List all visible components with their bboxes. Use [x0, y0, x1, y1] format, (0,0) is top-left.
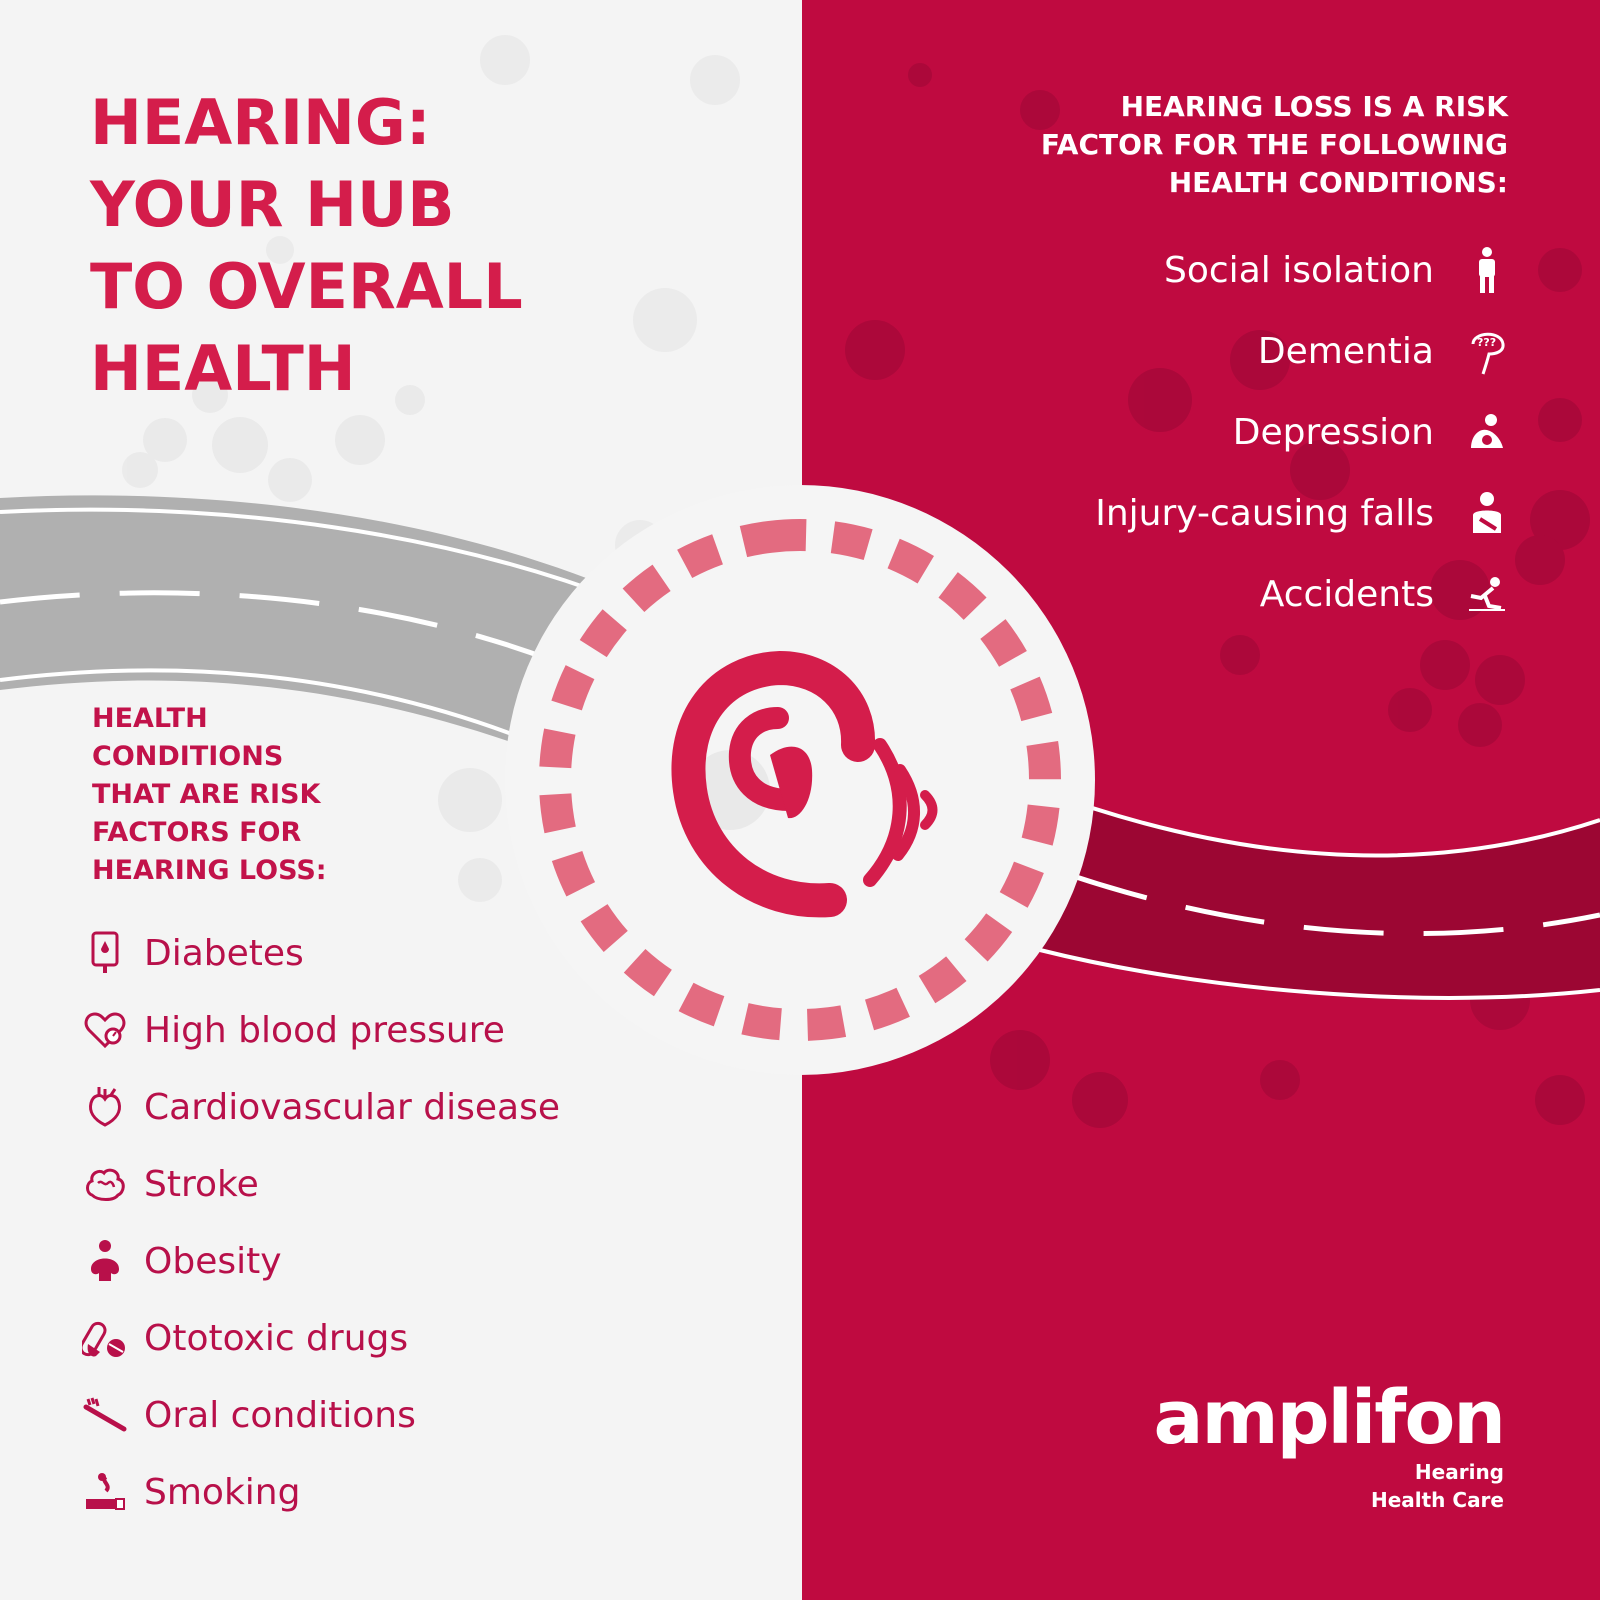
brain-icon: [80, 1159, 130, 1209]
list-item: Injury-causing falls: [1095, 488, 1510, 538]
left-heading-line: HEALTH: [92, 703, 208, 734]
falling-person-icon: [1464, 569, 1510, 619]
glucose-meter-icon: [80, 928, 130, 978]
condition-label: Ototoxic drugs: [144, 1317, 409, 1359]
hub-dotted-ring: [539, 519, 1061, 1041]
toothbrush-icon: [80, 1390, 130, 1440]
list-item: High blood pressure: [80, 1005, 560, 1055]
confused-head-icon: ???: [1464, 326, 1510, 376]
title-line: HEALTH: [90, 332, 356, 405]
left-heading-line: CONDITIONS: [92, 741, 284, 772]
logo-tagline: Hearing Health Care: [1154, 1458, 1504, 1514]
condition-label: Dementia: [1257, 330, 1434, 372]
pills-icon: [80, 1313, 130, 1363]
sad-seated-person-icon: [1464, 407, 1510, 457]
list-item: Accidents: [1095, 569, 1510, 619]
right-heading-line: HEALTH CONDITIONS:: [1168, 166, 1508, 199]
title-line: YOUR HUB: [90, 168, 455, 241]
anatomical-heart-icon: [80, 1082, 130, 1132]
condition-label: Cardiovascular disease: [144, 1086, 561, 1128]
condition-label: Oral conditions: [144, 1394, 416, 1436]
main-title: HEARING: YOUR HUB TO OVERALL HEALTH: [90, 82, 523, 410]
left-heading-line: HEARING LOSS:: [92, 855, 327, 886]
list-item: Obesity: [80, 1236, 560, 1286]
road-gray: [0, 495, 640, 760]
list-item: Oral conditions: [80, 1390, 560, 1440]
amplifon-logo: amplifon Hearing Health Care: [1153, 1375, 1506, 1514]
condition-label: Social isolation: [1164, 249, 1434, 291]
injured-person-icon: [1464, 488, 1510, 538]
cigarette-icon: [80, 1467, 130, 1517]
condition-label: High blood pressure: [144, 1009, 505, 1051]
list-item: Ototoxic drugs: [80, 1313, 560, 1363]
condition-label: Obesity: [144, 1240, 282, 1282]
risk-factor-conditions-list: Diabetes High blood pressure Cardiovascu…: [80, 928, 560, 1544]
decorative-dots-right: [845, 63, 1590, 1128]
condition-label: Stroke: [144, 1163, 259, 1205]
list-item: Diabetes: [80, 928, 560, 978]
ear-icon: [671, 650, 938, 918]
condition-label: Diabetes: [144, 932, 304, 974]
standing-person-icon: [1464, 245, 1510, 295]
list-item: Cardiovascular disease: [80, 1082, 560, 1132]
left-heading-line: THAT ARE RISK: [92, 779, 321, 810]
title-line: HEARING:: [90, 86, 431, 159]
list-item: Stroke: [80, 1159, 560, 1209]
list-item: Smoking: [80, 1467, 560, 1517]
left-heading: HEALTH CONDITIONS THAT ARE RISK FACTORS …: [92, 700, 327, 890]
condition-label: Injury-causing falls: [1095, 492, 1434, 534]
logo-tagline-line: Health Care: [1370, 1488, 1504, 1512]
logo-tagline-line: Hearing: [1414, 1460, 1504, 1484]
condition-label: Accidents: [1259, 573, 1434, 615]
heart-gauge-icon: [80, 1005, 130, 1055]
logo-wordmark: amplifon: [1153, 1375, 1506, 1461]
right-heading: HEARING LOSS IS A RISK FACTOR FOR THE FO…: [1041, 88, 1508, 202]
road-dark-red: [1039, 788, 1600, 1000]
list-item: Dementia ???: [1095, 326, 1510, 376]
left-heading-line: FACTORS FOR: [92, 817, 302, 848]
list-item: Depression: [1095, 407, 1510, 457]
title-line: TO OVERALL: [90, 250, 523, 323]
list-item: Social isolation: [1095, 245, 1510, 295]
condition-label: Smoking: [144, 1471, 301, 1513]
svg-text:???: ???: [1477, 336, 1496, 349]
right-heading-line: FACTOR FOR THE FOLLOWING: [1040, 128, 1508, 161]
right-heading-line: HEARING LOSS IS A RISK: [1120, 90, 1508, 123]
overweight-person-icon: [80, 1236, 130, 1286]
outcome-conditions-list: Social isolation Dementia ??? Depression…: [1095, 245, 1510, 650]
condition-label: Depression: [1232, 411, 1434, 453]
